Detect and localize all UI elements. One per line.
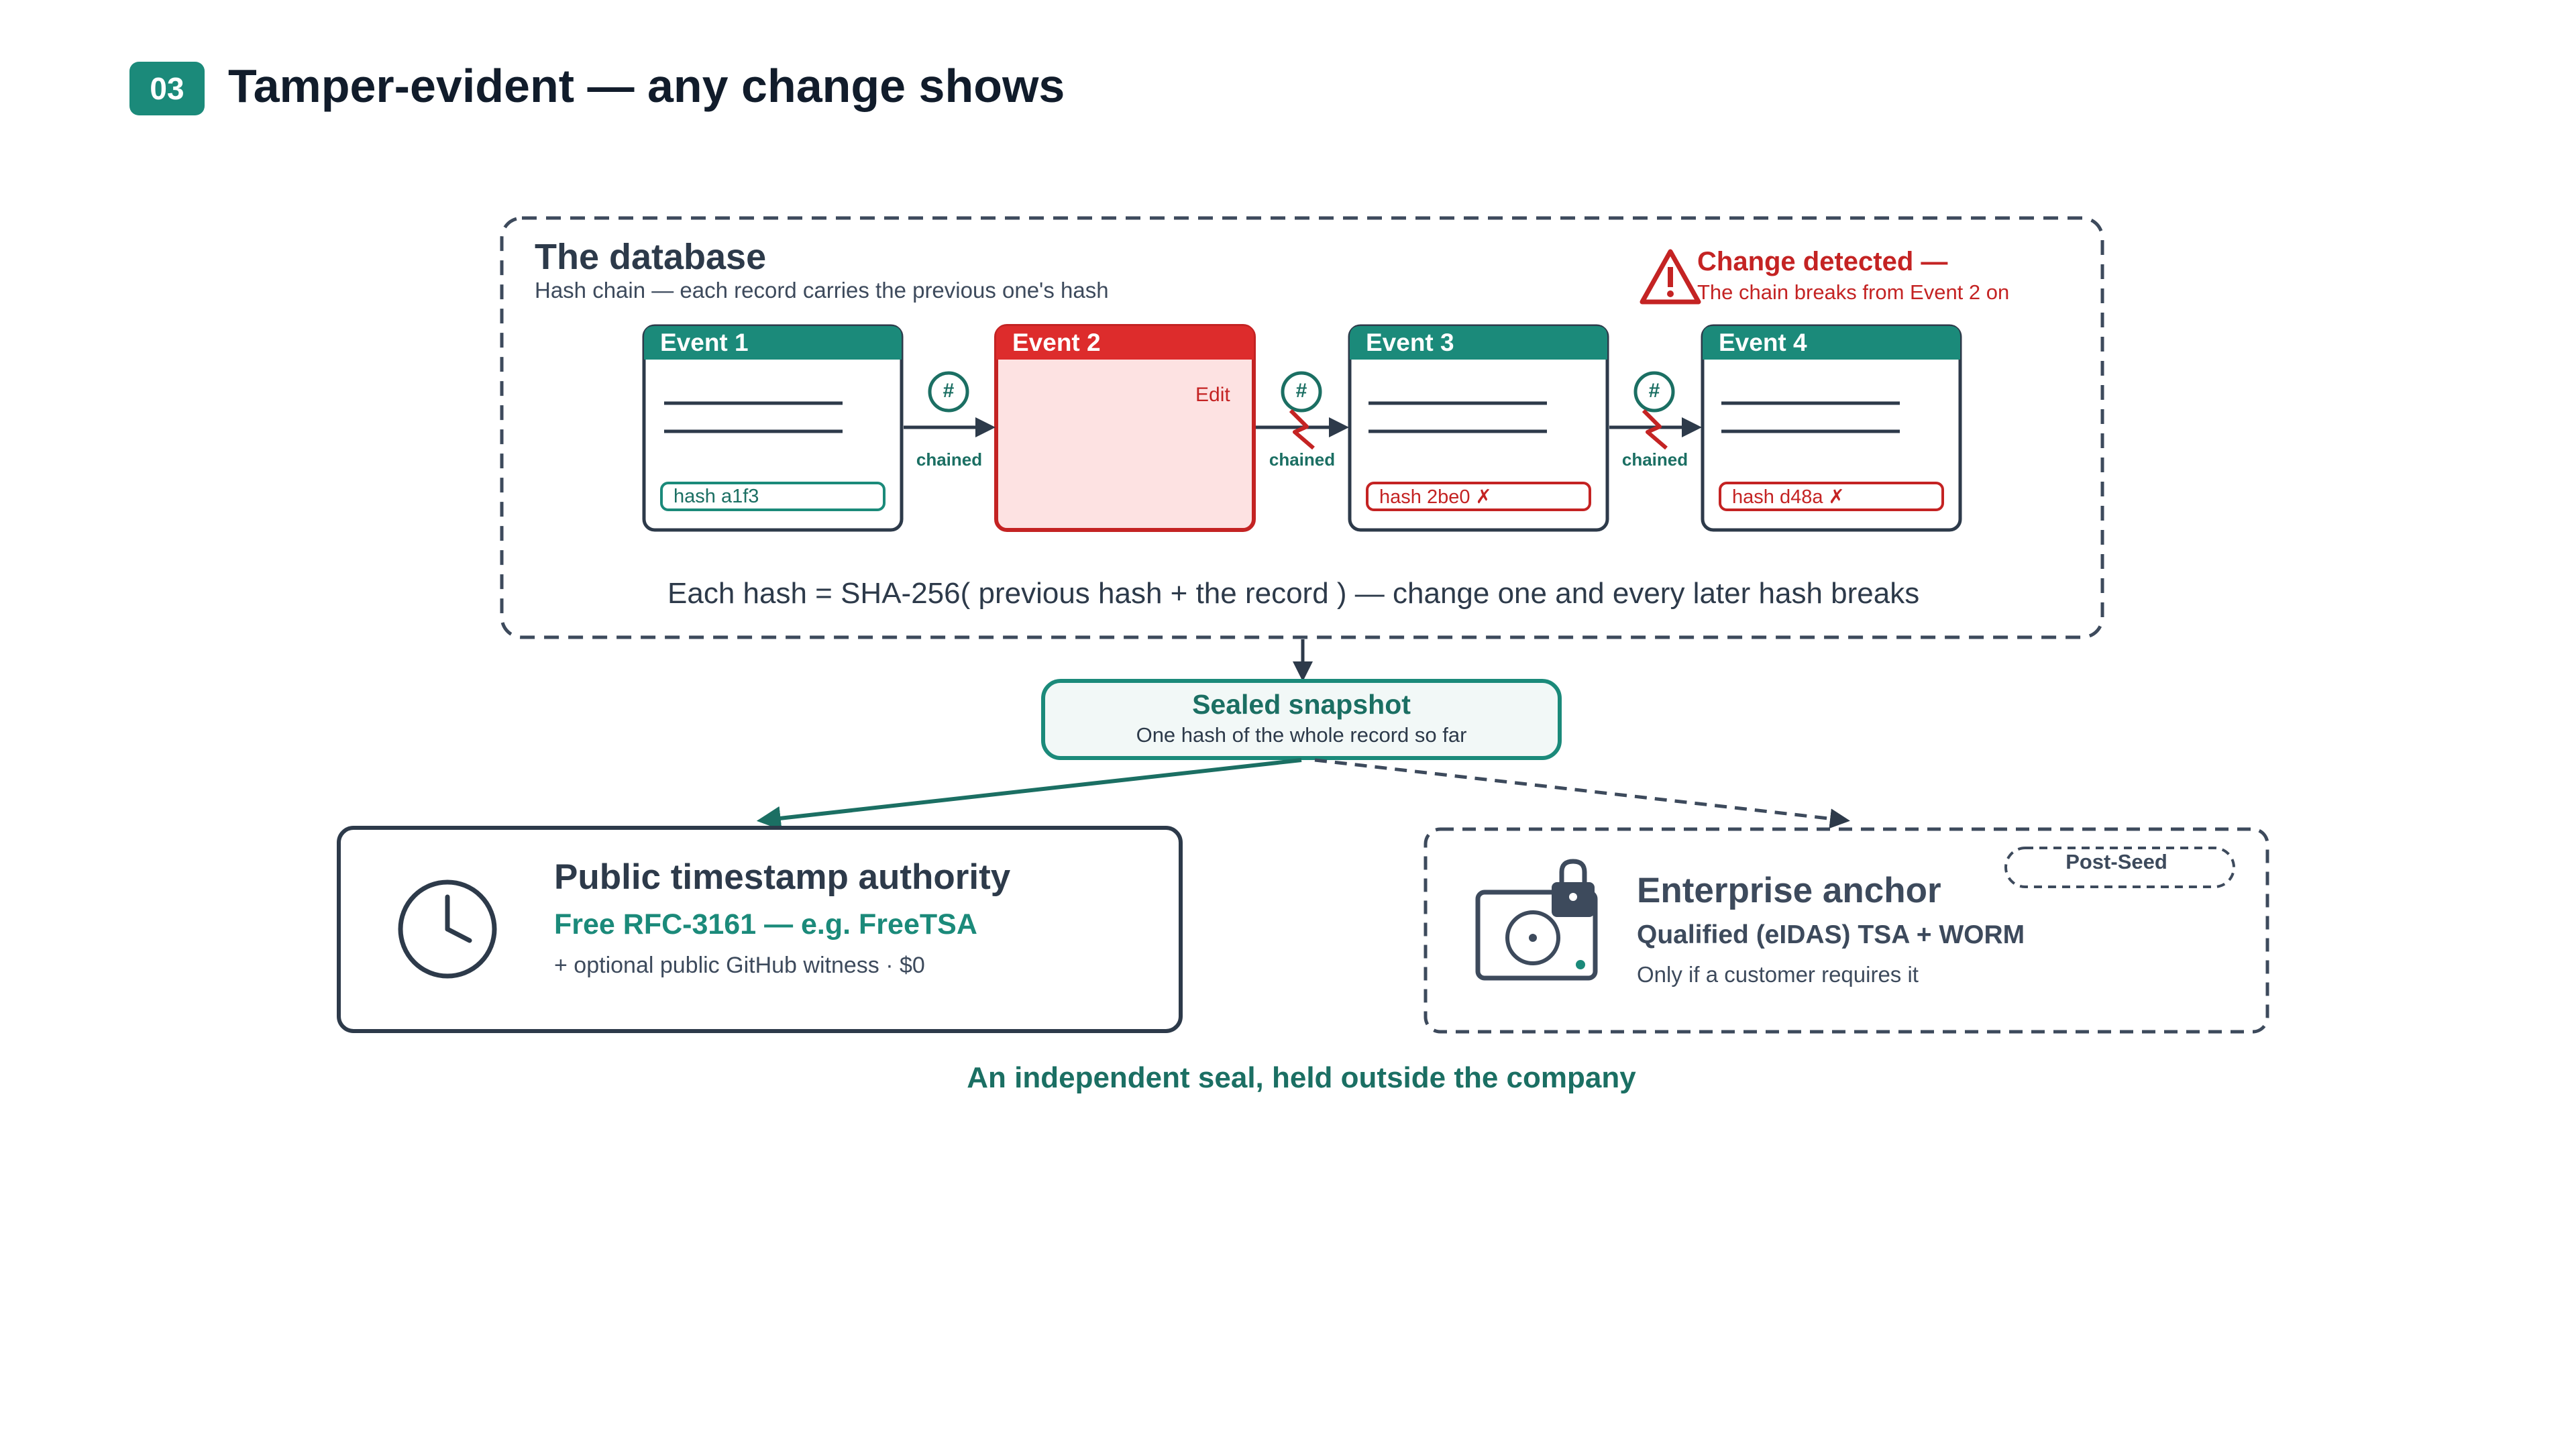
- event-1-title: Event 1: [660, 329, 749, 356]
- clock-icon: [398, 879, 497, 979]
- event-3-title: Event 3: [1366, 329, 1454, 356]
- snapshot-box: [1041, 679, 1562, 760]
- locked-drive-icon: [1475, 859, 1598, 981]
- hash-formula: Each hash = SHA-256( previous hash + the…: [667, 577, 1920, 610]
- break-zigzag: [1289, 409, 1315, 450]
- chained-label-3: chained: [1621, 449, 1688, 470]
- alert-text: The chain breaks from Event 2 on: [1697, 280, 2010, 304]
- snapshot-to-public-arrow: [756, 758, 1302, 830]
- chain-link-1: [904, 371, 996, 437]
- database-subtitle: Hash chain — each record carries the pre…: [535, 278, 1109, 303]
- event-3-hash: hash 2be0 ✗: [1366, 482, 1591, 511]
- post-seed-label: Post-Seed: [2065, 850, 2167, 873]
- event-card-4: [1701, 324, 1962, 532]
- edit-label: Edit: [1195, 384, 1230, 406]
- enterprise-anchor-note: Only if a customer requires it: [1637, 962, 1919, 987]
- footer-caption: An independent seal, held outside the co…: [967, 1061, 1636, 1094]
- warning-icon: [1640, 249, 1701, 305]
- link-hash-symbol-1: #: [943, 380, 955, 402]
- enterprise-anchor-subtitle: Qualified (eIDAS) TSA + WORM: [1637, 920, 2025, 949]
- chained-label-1: chained: [916, 449, 983, 470]
- public-authority-title: Public timestamp authority: [554, 857, 1011, 897]
- break-zigzag: [1642, 409, 1668, 450]
- enterprise-anchor-title: Enterprise anchor: [1637, 871, 1941, 910]
- post-seed-tag: [2004, 847, 2235, 888]
- chained-label-2: chained: [1269, 449, 1336, 470]
- event-2-title: Event 2: [1012, 329, 1101, 356]
- event-card-1: [642, 324, 904, 532]
- database-title: The database: [535, 237, 767, 277]
- section-number-badge: 03: [129, 62, 205, 115]
- page-title: Tamper-evident — any change shows: [228, 60, 1065, 112]
- database-container: [500, 216, 2104, 639]
- link-hash-symbol-3: #: [1648, 380, 1660, 402]
- public-authority-highlight: Free RFC-3161 — e.g. FreeTSA: [554, 908, 977, 941]
- event-4-hash: hash d48a ✗: [1719, 482, 1944, 511]
- event-1-hash: hash a1f3: [660, 482, 885, 511]
- chain-link-3: [1609, 371, 1702, 450]
- event-card-2: [994, 324, 1256, 532]
- chain-link-2: [1256, 371, 1349, 450]
- event-4-title: Event 4: [1719, 329, 1807, 356]
- event-card-3: [1348, 324, 1609, 532]
- public-authority-note: + optional public GitHub witness · $0: [554, 953, 925, 978]
- snapshot-title: Sealed snapshot: [1192, 689, 1411, 720]
- snapshot-subtitle: One hash of the whole record so far: [1136, 723, 1467, 747]
- alert-title: Change detected —: [1697, 247, 1948, 276]
- snapshot-to-enterprise-arrow: [1314, 758, 1850, 829]
- link-hash-symbol-2: #: [1295, 380, 1307, 402]
- public-authority-box: [337, 826, 1183, 1033]
